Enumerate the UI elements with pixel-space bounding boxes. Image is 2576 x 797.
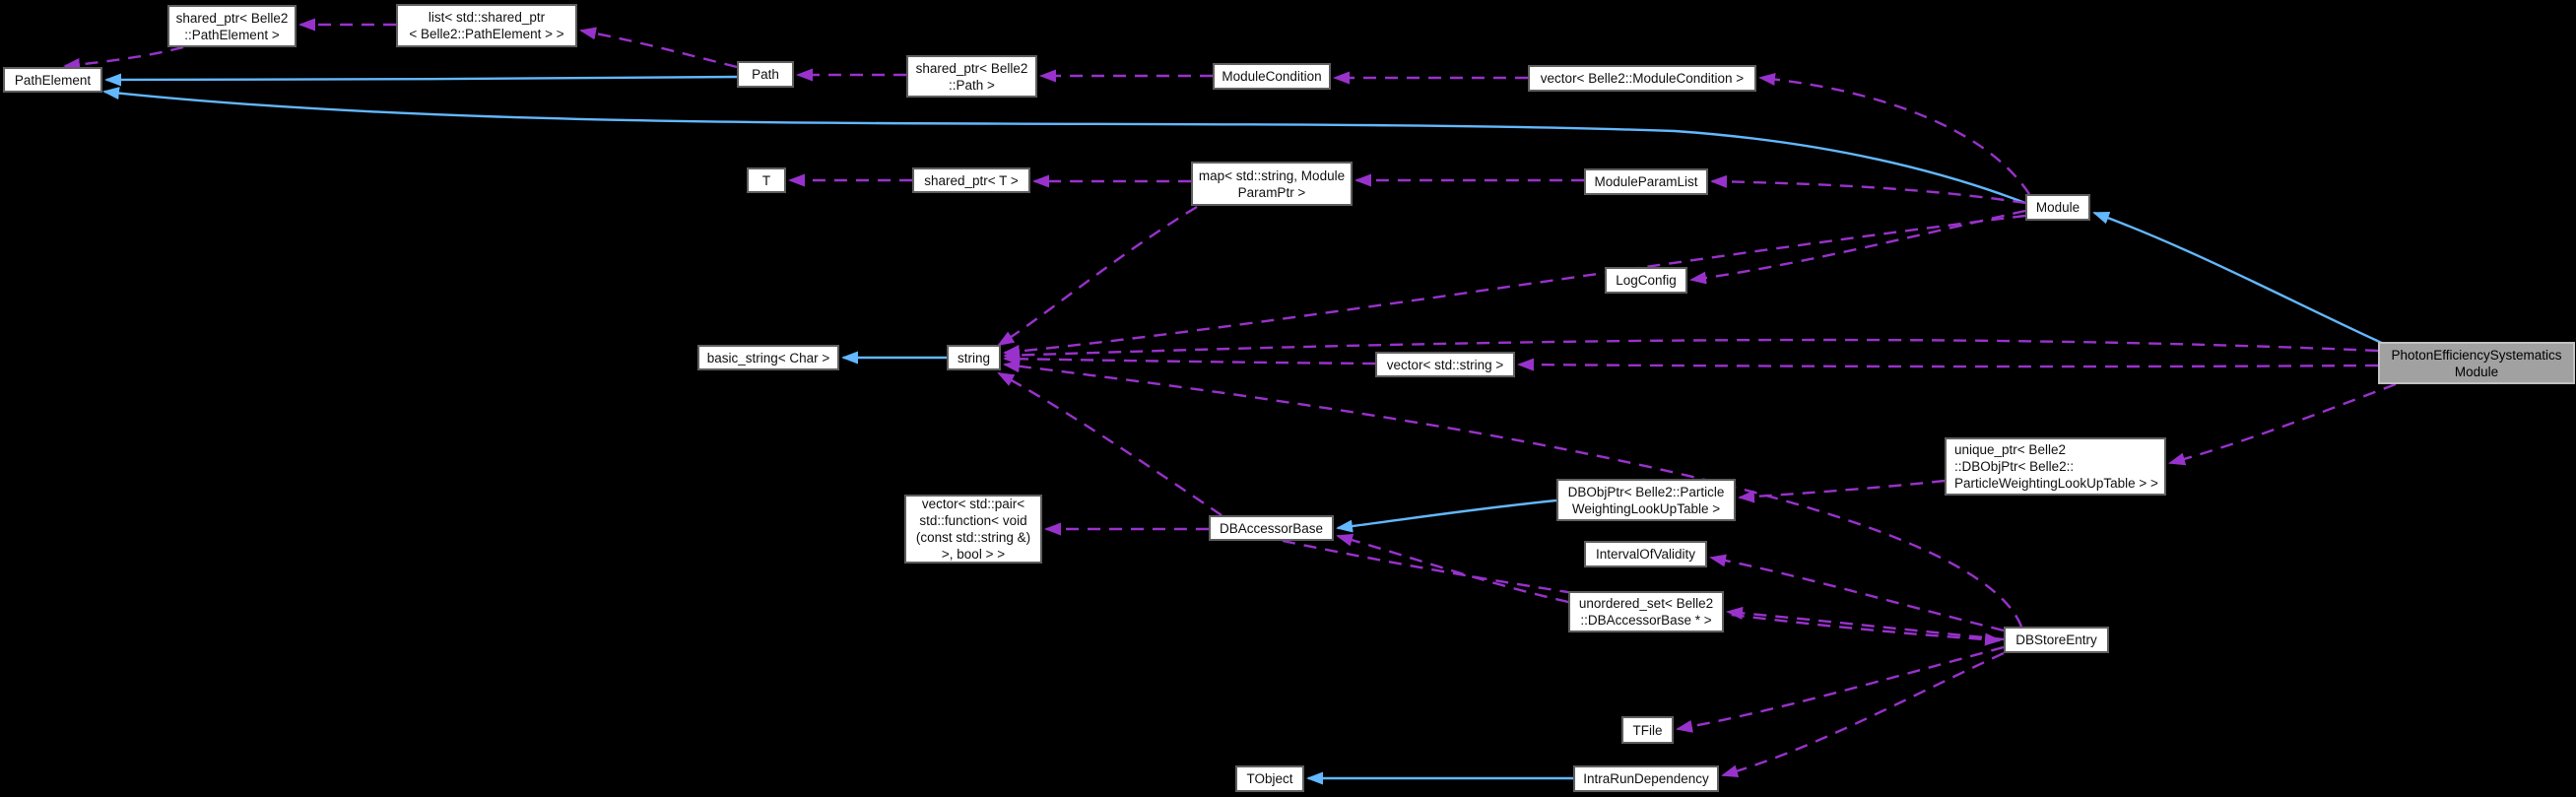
class-node-label: vector< std::pair< <box>921 497 1025 511</box>
class-node-label: TObject <box>1246 771 1293 786</box>
class-node-dbstoreentry[interactable]: DBStoreEntry <box>2004 627 2109 653</box>
usage-edge-shared-ptr-pathelement-to-pathelement <box>63 45 184 71</box>
usage-edge-dbstoreentry-to-intrarundependency <box>1721 651 2005 778</box>
class-node-label: vector< std::string > <box>1386 357 1504 372</box>
class-node-label: T <box>761 172 771 188</box>
usage-edge-unordered-set-dbaccessorbase-to-dbaccessorbase <box>1336 533 1569 604</box>
class-node-label: unordered_set< Belle2 <box>1578 596 1714 611</box>
class-node-label: shared_ptr< T > <box>924 172 1019 188</box>
class-node-list-shared-ptr-pathelement[interactable]: list< std::shared_ptr< Belle2::PathEleme… <box>396 4 577 47</box>
class-node-label: string <box>957 350 990 365</box>
class-node-vector-modulecondition[interactable]: vector< Belle2::ModuleCondition > <box>1528 65 1756 92</box>
class-node-label: ::DBAccessorBase * > <box>1580 613 1712 628</box>
class-node-shared-ptr-t[interactable]: shared_ptr< T > <box>912 167 1030 193</box>
class-node-shared-ptr-pathelement[interactable]: shared_ptr< Belle2::PathElement > <box>167 5 297 47</box>
class-node-label: (const std::string &) <box>915 530 1031 545</box>
class-node-label: list< std::shared_ptr <box>428 10 546 25</box>
class-node-label: Module <box>2454 364 2499 379</box>
class-node-tfile[interactable]: TFile <box>1621 716 1674 744</box>
class-node-label: Path <box>752 67 779 82</box>
class-node-label: Module <box>2035 200 2081 215</box>
inherit-edge-dbobjptr-particleweightinglookuptable-to-dbaccessorbase <box>1336 498 1557 533</box>
class-node-logconfig[interactable]: LogConfig <box>1605 267 1687 294</box>
class-node-label: ParamPtr > <box>1237 184 1306 200</box>
class-node-label: ModuleCondition <box>1222 69 1322 84</box>
class-node-label: WeightingLookUpTable > <box>1571 500 1721 516</box>
usage-edge-vector-std-string-to-string <box>1003 352 1376 365</box>
usage-edge-dbstoreentry-to-unordered-set-dbaccessorbase <box>1726 606 2005 641</box>
class-node-tobject[interactable]: TObject <box>1235 765 1304 792</box>
inherit-edge-path-to-pathelement <box>104 73 738 87</box>
class-node-intervalofvalidity[interactable]: IntervalOfValidity <box>1584 541 1707 567</box>
class-node-vector-std-string[interactable]: vector< std::string > <box>1375 352 1515 377</box>
class-node-label: ::Path > <box>949 77 995 93</box>
class-node-basic-string-char[interactable]: basic_string< Char > <box>697 345 839 370</box>
usage-edge-module-to-string <box>1003 214 2026 358</box>
class-node-label: IntervalOfValidity <box>1595 547 1696 562</box>
class-node-dbaccessorbase[interactable]: DBAccessorBase <box>1209 515 1334 541</box>
class-node-t[interactable]: T <box>747 167 786 193</box>
usage-edge-path-to-list-shared-ptr-pathelement <box>579 27 738 69</box>
inherit-edge-module-to-pathelement <box>102 87 2026 205</box>
class-node-label: LogConfig <box>1616 273 1677 288</box>
class-node-label: DBStoreEntry <box>2015 632 2097 647</box>
class-node-label: PhotonEfficiencySystematics <box>2391 347 2562 363</box>
class-node-label: shared_ptr< Belle2 <box>915 60 1028 76</box>
class-node-unique-ptr-dbobjptr[interactable]: unique_ptr< Belle2::DBObjPtr< Belle2::Pa… <box>1945 437 2166 496</box>
class-node-label: >, bool > > <box>941 547 1006 562</box>
class-node-label: map< std::string, Module <box>1198 167 1346 183</box>
class-node-path[interactable]: Path <box>737 61 794 88</box>
class-node-label: std::function< void <box>919 513 1027 528</box>
class-node-vector-pair-function[interactable]: vector< std::pair<std::function< void(co… <box>904 495 1042 564</box>
class-node-label: unique_ptr< Belle2 <box>1954 442 2066 457</box>
class-node-label: basic_string< Char > <box>706 350 830 365</box>
class-node-label: PathElement <box>14 72 92 88</box>
class-node-label: shared_ptr< Belle2 <box>175 10 289 26</box>
usage-edge-photon-efficiency-systematics-module-to-unique-ptr-dbobjptr <box>2168 382 2397 466</box>
usage-edge-photon-efficiency-systematics-module-to-vector-std-string <box>1517 358 2379 371</box>
class-node-label: vector< Belle2::ModuleCondition > <box>1540 71 1745 86</box>
usage-edge-dbstoreentry-to-string <box>1003 360 2023 628</box>
class-node-shared-ptr-path[interactable]: shared_ptr< Belle2::Path > <box>906 55 1037 98</box>
usage-edge-map-moduleparamptr-to-string <box>997 205 1198 347</box>
class-node-pathelement[interactable]: PathElement <box>3 67 102 93</box>
class-node-label: ::PathElement > <box>184 27 280 42</box>
class-node-string[interactable]: string <box>947 345 1001 370</box>
class-node-intrarundependency[interactable]: IntraRunDependency <box>1573 765 1719 792</box>
inherit-edge-photon-efficiency-systematics-module-to-module <box>2092 211 2385 346</box>
usage-edge-dbstoreentry-to-intervalofvalidity <box>1709 554 2005 632</box>
usage-edge-module-to-moduleparamlist <box>1710 174 2026 205</box>
class-node-module[interactable]: Module <box>2025 194 2090 221</box>
usage-edge-module-to-vector-modulecondition <box>1758 72 2031 195</box>
class-node-label: TFile <box>1632 722 1663 738</box>
class-node-label: DBObjPtr< Belle2::Particle <box>1567 484 1725 499</box>
class-node-label: ModuleParamList <box>1594 174 1698 189</box>
class-node-unordered-set-dbaccessorbase[interactable]: unordered_set< Belle2::DBAccessorBase * … <box>1568 591 1724 632</box>
class-node-modulecondition[interactable]: ModuleCondition <box>1213 63 1331 90</box>
usage-edge-photon-efficiency-systematics-module-to-string <box>1003 338 2379 362</box>
class-node-label: < Belle2::PathElement > > <box>409 27 564 41</box>
class-node-moduleparamlist[interactable]: ModuleParamList <box>1584 168 1708 195</box>
usage-edge-dbstoreentry-to-tfile <box>1676 645 2005 733</box>
class-node-label: ParticleWeightingLookUpTable > > <box>1954 476 2158 491</box>
class-node-label: ::DBObjPtr< Belle2:: <box>1954 459 2075 474</box>
usage-edge-dbaccessorbase-to-string <box>997 371 1222 516</box>
usage-edge-unique-ptr-dbobjptr-to-dbobjptr-particleweightinglookuptable <box>1738 479 1946 503</box>
class-node-label: DBAccessorBase <box>1219 520 1324 536</box>
class-node-label: IntraRunDependency <box>1583 771 1709 786</box>
